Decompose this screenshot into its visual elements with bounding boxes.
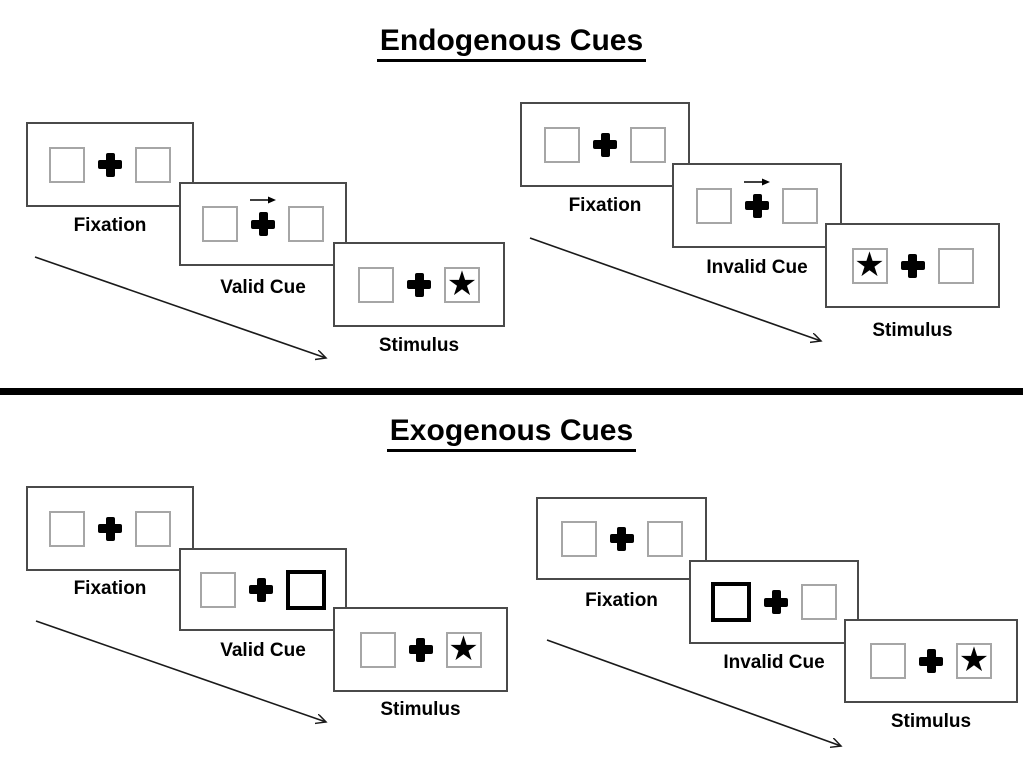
fixation-cross-icon	[900, 253, 925, 278]
center-marker	[609, 526, 634, 551]
fixation-cross-icon	[408, 637, 433, 662]
fixation-panel	[536, 497, 707, 580]
right-box	[135, 510, 171, 547]
panel-label: Stimulus	[380, 699, 461, 720]
section-divider	[0, 388, 1023, 395]
right-box	[630, 126, 666, 163]
left-box	[200, 571, 236, 608]
invalid-cue-panel	[689, 560, 859, 644]
left-box-cue-highlight	[711, 582, 751, 622]
fixation-panel	[26, 122, 194, 207]
invalid-cue-panel	[672, 163, 842, 248]
cue-arrow-icon	[744, 178, 770, 185]
fixation-cross-icon	[609, 526, 634, 551]
fixation-cross-icon	[98, 152, 122, 177]
stimulus-panel: ★	[333, 242, 505, 327]
star-icon: ★	[446, 264, 478, 303]
right-box	[937, 247, 974, 284]
panel-label: Fixation	[585, 590, 658, 611]
fixation-panel	[26, 486, 194, 571]
panel-label: Fixation	[568, 195, 642, 216]
right-box	[646, 520, 683, 557]
star-icon: ★	[448, 629, 479, 668]
panel-label: Stimulus	[378, 335, 460, 356]
timeline-arrow	[34, 256, 326, 358]
center-marker	[764, 590, 788, 614]
panel-label: Stimulus	[890, 711, 972, 732]
panel-label: Valid Cue	[220, 277, 306, 298]
timeline-arrow	[546, 639, 841, 746]
fixation-cross-icon	[745, 193, 769, 218]
left-box	[358, 266, 394, 303]
stimulus-panel: ★	[844, 619, 1018, 703]
star-icon: ★	[854, 245, 885, 284]
right-box	[801, 584, 837, 620]
center-marker	[249, 577, 273, 602]
section-title-text: Endogenous Cues	[376, 24, 647, 62]
cue-arrow-icon	[250, 196, 276, 204]
left-box	[49, 146, 85, 183]
right-box: ★	[444, 264, 480, 303]
section-title-endogenous: Endogenous Cues	[0, 24, 1023, 62]
panel-label: Stimulus	[872, 320, 953, 341]
timeline-arrow	[35, 620, 326, 722]
left-box	[696, 187, 732, 224]
right-box-cue-highlight	[286, 569, 326, 610]
panel-label: Invalid Cue	[706, 257, 808, 278]
center-marker	[408, 637, 433, 662]
right-box	[135, 146, 171, 183]
left-box	[49, 510, 85, 547]
right-box	[288, 206, 324, 242]
fixation-cross-icon	[919, 649, 943, 673]
left-box	[359, 631, 396, 668]
fixation-cross-icon	[251, 212, 275, 236]
panel-label: Valid Cue	[220, 640, 306, 661]
section-title-exogenous: Exogenous Cues	[0, 414, 1023, 452]
section-title-text: Exogenous Cues	[386, 414, 637, 452]
center-marker	[407, 272, 431, 297]
center-marker	[744, 178, 770, 218]
center-marker	[98, 152, 122, 177]
panel-label: Fixation	[73, 578, 147, 599]
star-icon: ★	[958, 641, 990, 679]
center-marker	[250, 196, 276, 236]
fixation-panel	[520, 102, 690, 187]
center-marker	[919, 649, 943, 673]
center-marker	[98, 516, 122, 541]
fixation-cross-icon	[764, 590, 788, 614]
fixation-cross-icon	[98, 516, 122, 541]
left-box	[870, 643, 906, 679]
right-box: ★	[956, 643, 992, 679]
center-marker	[593, 132, 617, 157]
stimulus-panel: ★	[825, 223, 1000, 308]
fixation-cross-icon	[407, 272, 431, 297]
panel-label: Invalid Cue	[723, 652, 825, 673]
right-box: ★	[445, 629, 482, 668]
fixation-cross-icon	[593, 132, 617, 157]
panel-label: Fixation	[73, 215, 147, 236]
fixation-cross-icon	[249, 577, 273, 602]
timeline-arrow	[529, 237, 821, 341]
stimulus-panel: ★	[333, 607, 508, 692]
left-box	[202, 206, 238, 242]
center-marker	[900, 253, 925, 278]
left-box	[560, 520, 597, 557]
right-box	[782, 187, 818, 224]
left-box	[544, 126, 580, 163]
left-box: ★	[851, 245, 888, 284]
valid-cue-panel	[179, 548, 347, 631]
valid-cue-panel	[179, 182, 347, 266]
